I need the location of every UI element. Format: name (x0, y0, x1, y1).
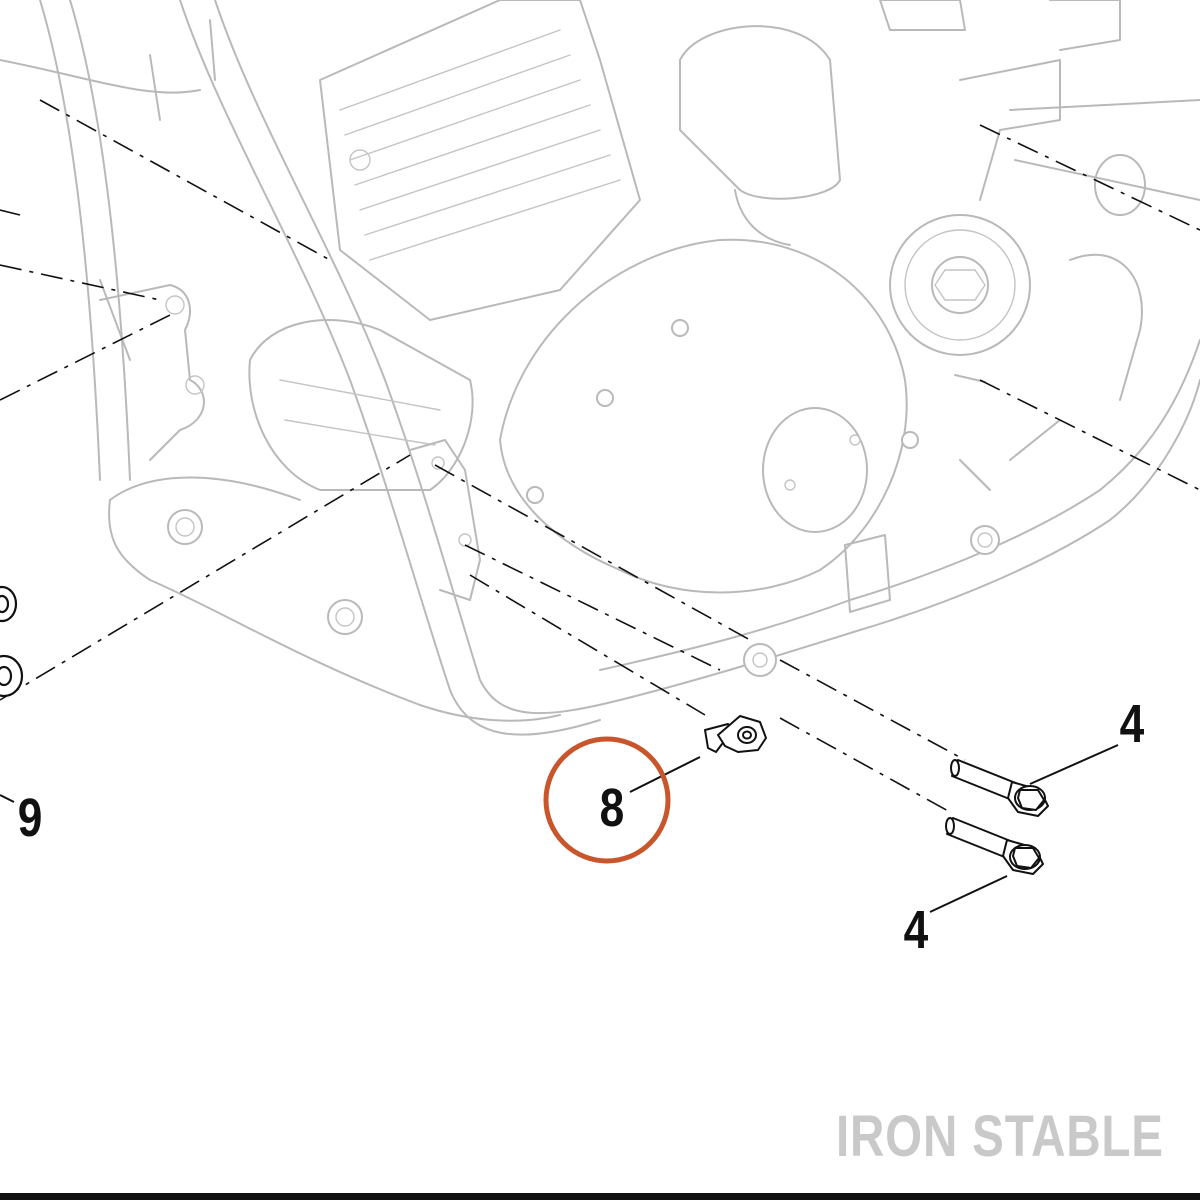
bottom-border (0, 1193, 1200, 1200)
highlight-circle (543, 736, 671, 864)
flange-bolt-lower (945, 817, 1044, 875)
callout-8: 8 (600, 778, 625, 838)
watermark-logo: IRON STABLE (836, 1104, 1164, 1169)
flange-bolt-upper (950, 759, 1049, 817)
left-nut-parts (0, 585, 24, 698)
assembly-centerlines (0, 99, 1200, 813)
callout-4-lower: 4 (904, 900, 929, 960)
callout-4-upper: 4 (1120, 694, 1145, 754)
clip-nut-part (704, 715, 767, 753)
callout-9: 9 (18, 788, 43, 848)
ghost-engine-background (0, 0, 1200, 736)
